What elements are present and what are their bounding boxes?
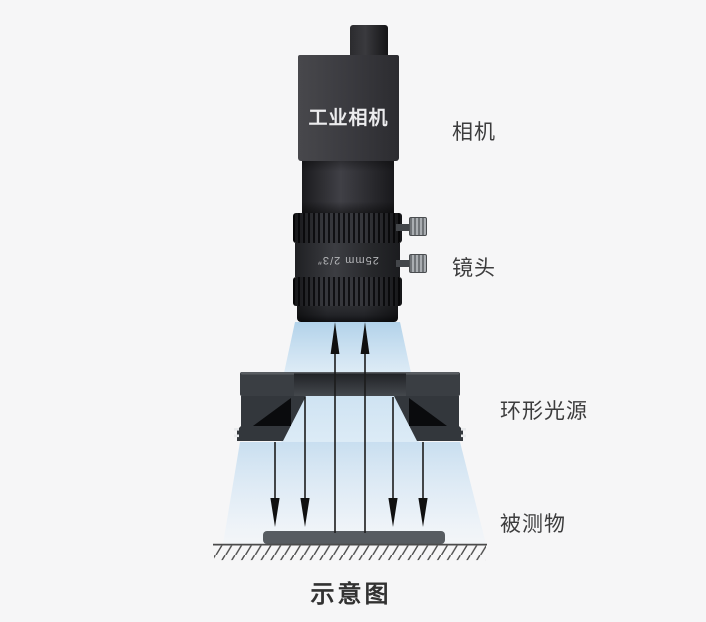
down-arrow <box>388 397 398 527</box>
lens-front-ring <box>297 306 398 322</box>
ring-light-annotation-label: 环形光源 <box>500 400 588 423</box>
up-arrow <box>330 322 340 533</box>
lens-focus-ring <box>293 213 402 243</box>
inner-light-beam <box>281 396 419 442</box>
lens-spec-text: 25mm 2/3″ <box>316 254 379 266</box>
camera-top-connector <box>350 25 388 57</box>
lower-light-beam <box>223 442 486 544</box>
thumbscrew-stem <box>396 224 410 231</box>
ring-light-right-led-face <box>409 398 447 426</box>
ground-hatching <box>214 545 486 561</box>
ring-light-center-recess <box>294 373 406 396</box>
camera-body-label: 工业相机 <box>308 107 389 129</box>
up-arrow <box>360 322 370 533</box>
ring-light-left-notch <box>234 434 239 438</box>
measured-object <box>263 531 445 544</box>
ring-light-left-notch <box>234 428 239 431</box>
lens-annotation-label: 镜头 <box>452 257 496 280</box>
thumbscrew-bottom <box>409 254 427 273</box>
ring-light <box>234 372 466 441</box>
down-arrow <box>270 442 280 527</box>
down-arrow <box>418 442 428 527</box>
light-path-arrows <box>270 322 428 533</box>
measured-object-annotation-label: 被测物 <box>500 513 566 536</box>
ring-light-right-notch <box>461 428 466 431</box>
upper-light-beam <box>284 322 411 373</box>
down-arrow <box>300 397 310 527</box>
lens-spec-ring: 25mm 2/3″ <box>295 243 400 277</box>
thumbscrew-stem <box>396 260 410 267</box>
camera-annotation-label: 相机 <box>452 121 496 144</box>
ring-light-left-led-face <box>253 398 291 426</box>
camera-body: 工业相机 <box>298 55 399 161</box>
lens-aperture-ring <box>293 277 402 306</box>
thumbscrew-top <box>409 217 427 236</box>
lens-mount-barrel <box>302 161 394 213</box>
diagram-caption: 示意图 <box>310 581 392 608</box>
ring-light-right-notch <box>461 434 466 438</box>
